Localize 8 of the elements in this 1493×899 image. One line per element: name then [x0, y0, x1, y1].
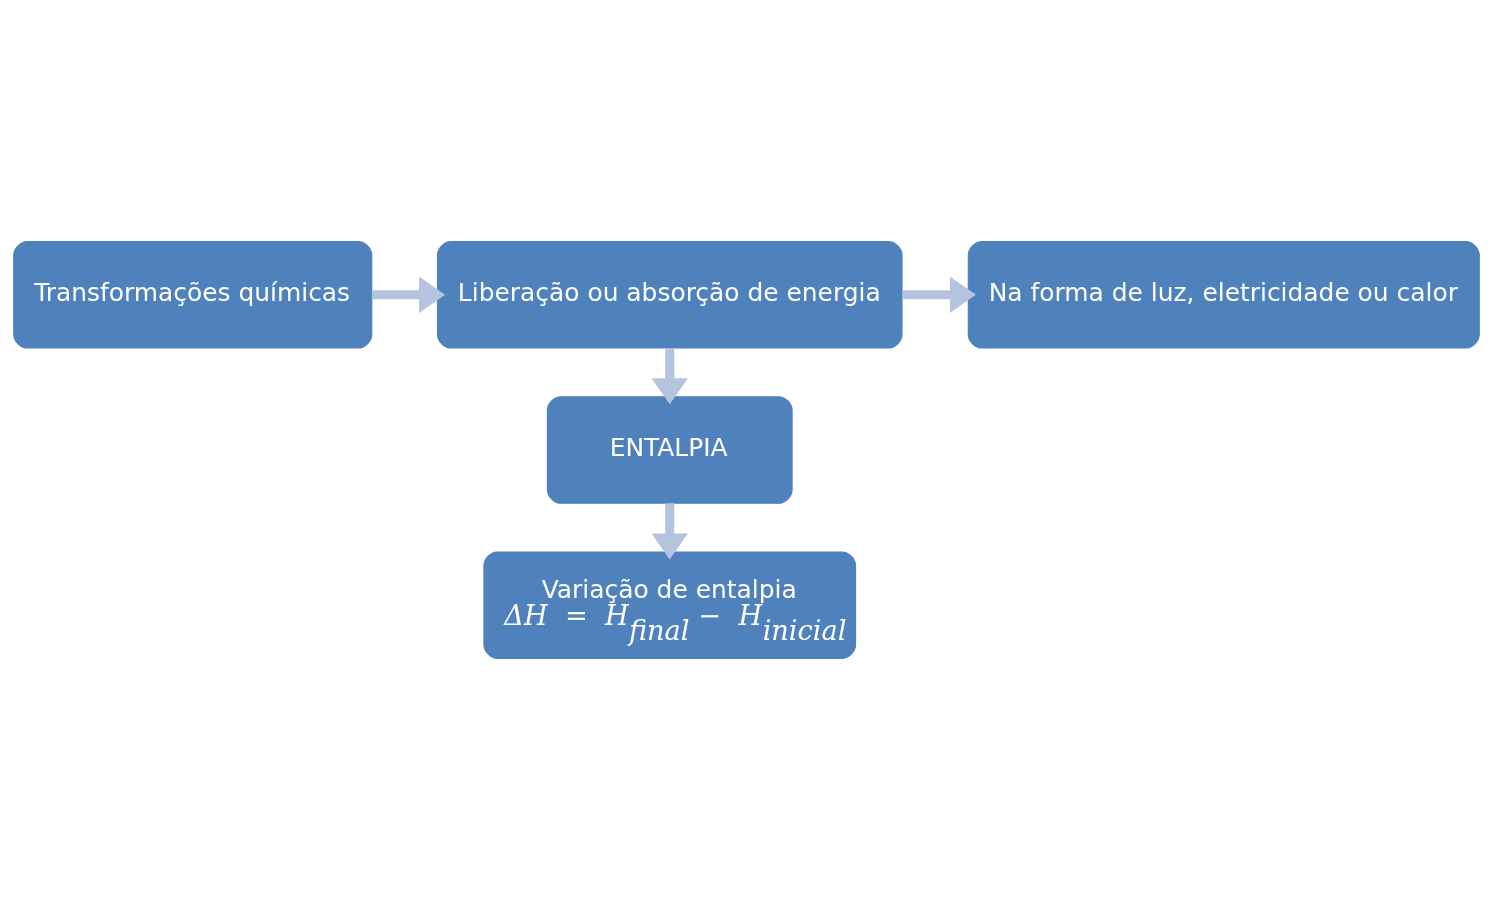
- arrow: [372, 276, 446, 313]
- node-box: Na forma de luz, eletricidade ou calor: [967, 240, 1480, 349]
- arrow: [651, 502, 688, 559]
- arrow: [902, 276, 976, 313]
- node-box: Transformações químicas: [13, 240, 373, 349]
- node-box: ENTALPIA: [546, 395, 793, 504]
- node-box: Liberação ou absorção de energia: [436, 240, 903, 349]
- arrow: [651, 347, 688, 404]
